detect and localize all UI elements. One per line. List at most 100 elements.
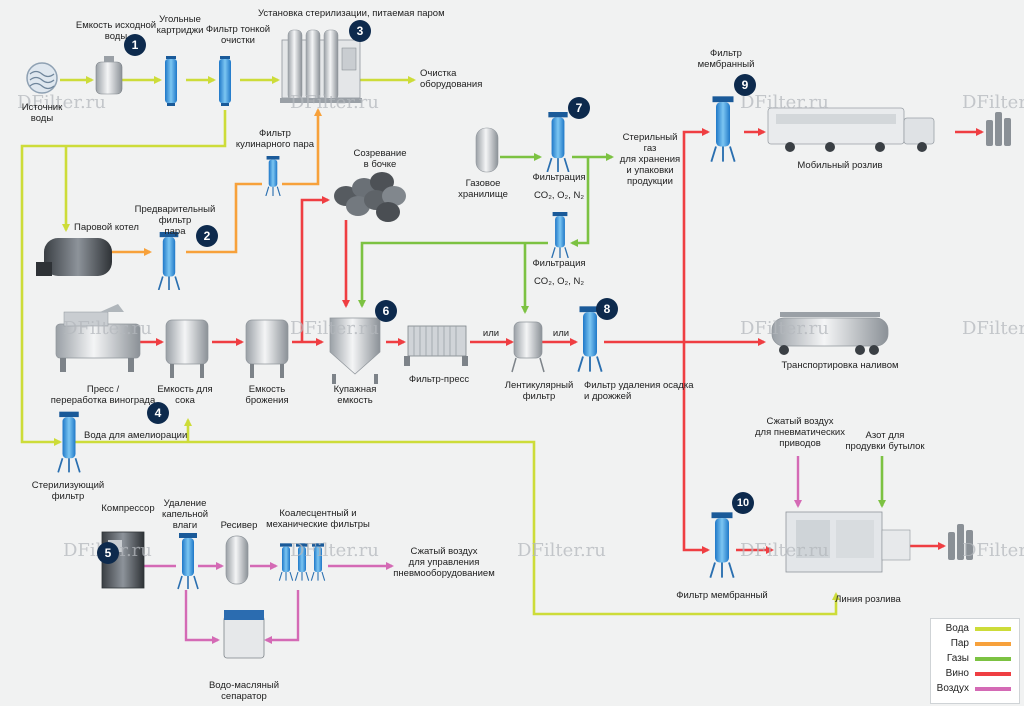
watermark: DFilter.ru [290,92,379,113]
label-filter-press: Фильтр-пресс [408,374,470,385]
legend: Вода Пар Газы Вино Воздух [930,618,1020,704]
culinary-steam-filter-icon [265,156,281,196]
watermark: DFilter.ru [962,92,1024,113]
legend-item-wine: Вино [935,667,1015,681]
label-compressor: Компрессор [101,503,155,514]
label-lees-filter: Фильтр удаления осадка и дрожжей [584,380,694,402]
sterilizer-unit-icon [280,29,362,103]
step-badge-1: 1 [124,34,146,56]
air-lines [144,456,802,644]
label-bulk-transport: Транспортировка наливом [781,360,899,371]
label-gases-top: CO₂, O₂, N₂ [533,190,585,201]
watermark: DFilter.ru [63,318,152,339]
label-water-tank: Емкость исходной воды [75,20,157,42]
watermark: DFilter.ru [740,92,829,113]
press-icon [55,304,141,372]
step-badge-4: 4 [147,402,169,424]
label-mobile-bottling: Мобильный розлив [797,160,883,171]
fermentation-tank-icon [245,319,289,378]
bottles-icon [986,112,1011,146]
label-lenticular-filter: Лентикулярный фильтр [504,380,574,402]
label-oil-water-separator: Водо-масляный сепаратор [208,680,280,702]
label-carbon-cartridges: Угольные картриджи [156,14,204,36]
label-sterile-gas: Стерильный газ для хранения и упаковки п… [619,132,681,187]
wine-lines [140,128,984,554]
step-badge-10: 10 [732,492,754,514]
water-lines [20,76,840,616]
label-press: Пресс / переработка винограда [50,384,156,406]
label-or-1: или [482,328,500,339]
gas-filter-mid-icon [551,212,569,258]
label-water-source: Источник воды [21,102,63,124]
label-sterilizing-filter: Стерилизующий фильтр [31,480,105,502]
watermark: DFilter.ru [740,318,829,339]
bottles-bottom-icon [948,524,973,560]
gas-filter-top-icon [546,112,570,172]
label-membrane-bottom: Фильтр мембранный [676,590,768,601]
lenticular-filter-icon [511,321,545,373]
label-membrane-top: Фильтр мембранный [697,48,755,70]
label-amelioration-water: Вода для амелиорации [84,430,188,441]
label-blending-tank: Купажная емкость [333,384,377,406]
juice-tank-icon [165,319,209,378]
label-gas-storage: Газовое хранилище [458,178,508,200]
label-gases-mid: CO₂, O₂, N₂ [533,276,585,287]
label-receiver: Ресивер [220,520,258,531]
step-badge-2: 2 [196,225,218,247]
carbon-cartridge-icon [165,56,177,106]
watermark: DFilter.ru [17,92,106,113]
step-badge-5: 5 [97,542,119,564]
label-barrel-aging: Созревание в бочке [353,148,407,170]
label-coalescent-filters: Коалесцентный и механические фильтры [266,508,370,530]
legend-item-air: Воздух [935,682,1015,696]
legend-item-steam: Пар [935,637,1015,651]
label-steam-prefilter: Предварительный фильтр пара [134,204,216,237]
watermark: DFilter.ru [517,540,606,561]
label-fermentation-tank: Емкость брожения [245,384,289,406]
fine-filter-icon [219,56,231,106]
label-filtration-mid: Фильтрация [532,258,586,269]
label-equipment-cleaning: Очистка оборудования [420,68,483,90]
oil-water-separator-icon [223,610,265,659]
droplet-separator-icon [177,532,199,590]
label-juice-tank: Емкость для сока [157,384,213,406]
membrane-filter-top-icon [710,95,736,163]
label-steam-boiler: Паровой котел [74,222,139,233]
water-source-icon [26,62,58,94]
bottling-line-icon [785,511,911,573]
steam-lines [112,108,322,256]
label-pneumatic-air: Сжатый воздух для пневматических приводо… [755,416,845,449]
watermark: DFilter.ru [290,318,379,339]
barrels-icon [334,172,406,222]
step-badge-7: 7 [568,97,590,119]
steam-boiler-icon [36,238,112,276]
label-bottling-line: Линия розлива [835,594,901,605]
gas-storage-icon [475,127,499,173]
step-badge-3: 3 [349,20,371,42]
membrane-filter-bottom-icon [709,511,735,579]
step-badge-9: 9 [734,74,756,96]
label-nitrogen: Азот для продувки бутылок [845,430,925,452]
label-or-2: или [552,328,570,339]
gas-lines [358,153,886,508]
steam-prefilter-icon [157,232,181,290]
blending-tank-icon [329,317,381,384]
filter-press-icon [404,325,468,366]
label-culinary-steam-filter: Фильтр кулинарного пара [235,128,315,150]
watermark: DFilter.ru [290,540,379,561]
truck-icon [767,107,935,152]
step-badge-6: 6 [375,300,397,322]
water-tank-icon [95,56,123,95]
label-droplet-removal: Удаление капельной влаги [161,498,209,531]
label-compressed-air-control: Сжатый воздух для управления пневмообору… [393,546,495,579]
legend-item-water: Вода [935,622,1015,636]
watermark: DFilter.ru [962,318,1024,339]
watermark: DFilter.ru [962,540,1024,561]
step-badge-8: 8 [596,298,618,320]
label-fine-filter: Фильтр тонкой очистки [205,24,271,46]
label-sterilizer: Установка стерилизации, питаемая паром [258,8,445,19]
tanker-icon [771,312,889,355]
watermark: DFilter.ru [740,540,829,561]
legend-item-gas: Газы [935,652,1015,666]
